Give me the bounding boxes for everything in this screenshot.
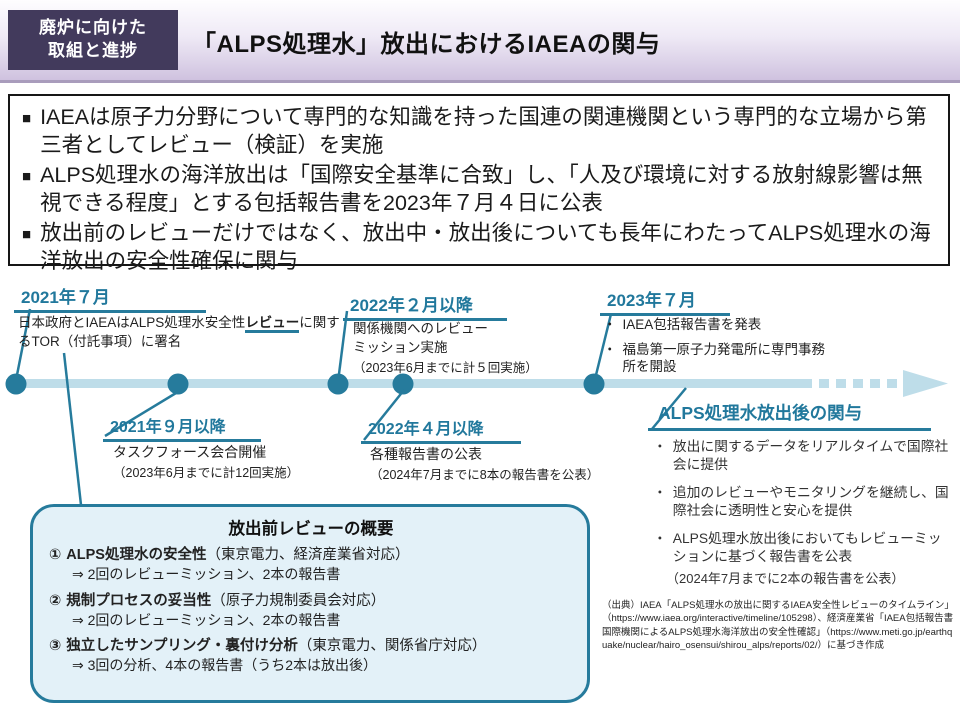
- milestone-desc-2022-02: 関係機関へのレビュー ミッション実施 （2023年6月までに計５回実施）: [353, 320, 583, 377]
- item-name: 独立したサンプリング・裏付け分析: [66, 638, 298, 655]
- item-number: ②: [49, 592, 62, 609]
- item-number: ①: [49, 547, 62, 563]
- page-title: 「ALPS処理水」放出におけるIAEAの関与: [192, 31, 661, 58]
- milestone-desc-2021-07: 日本政府とIAEAはALPS処理水安全性レビューに関するTOR（付託事項）に署名: [18, 313, 342, 351]
- item-result: ⇒ 3回の分析、4本の報告書（うち2本は放出後）: [72, 657, 377, 674]
- list-item-text: 福島第一原子力発電所に専門事務所を開設: [622, 341, 826, 375]
- dot-bullet-icon: ・: [603, 317, 617, 332]
- timeline-dot-2022-02: [327, 373, 349, 395]
- desc-keyword-review: レビュー: [245, 315, 300, 333]
- milestone-date-2021-09: 2021年９月以降: [103, 413, 261, 442]
- summary-bullet: ■ 放出前のレビューだけではなく、放出中・放出後についても長年にわたってALPS…: [20, 219, 936, 276]
- section-badge: 廃炉に向けた 取組と進捗: [8, 10, 178, 70]
- milestone-date-2021-07: 2021年７月: [14, 283, 206, 313]
- item-target: （原子力規制委員会対応）: [211, 592, 386, 609]
- list-item-text: ALPS処理水放出後においてもレビューミッションに基づく報告書を公表: [672, 530, 942, 564]
- list-item-text: 放出に関するデータをリアルタイムで国際社会に提供: [672, 439, 949, 472]
- timeline-dot-2023-07: [583, 373, 605, 395]
- item-number: ③: [49, 638, 62, 655]
- square-bullet-icon: ■: [22, 225, 32, 243]
- source-citation: （出典）IAEA「ALPS処理水の放出に関するIAEA安全性レビューのタイムライ…: [602, 600, 960, 652]
- item-target: （東京電力、経済産業省対応）: [206, 547, 410, 563]
- badge-line2: 取組と進捗: [48, 41, 138, 60]
- milestone-desc-2021-09: タスクフォース会合開催 （2023年6月までに計12回実施）: [113, 443, 353, 482]
- desc-line1: タスクフォース会合開催: [113, 444, 267, 460]
- desc-line1: 関係機関へのレビュー: [353, 321, 488, 336]
- list-item: ・ 福島第一原子力発電所に専門事務所を開設: [603, 341, 861, 376]
- milestone-desc-2022-04: 各種報告書の公表 （2024年7月までに8本の報告書を公表）: [370, 445, 630, 484]
- post-release-list: ・ 放出に関するデータをリアルタイムで国際社会に提供 ・ 追加のレビューやモニタ…: [653, 438, 955, 587]
- square-bullet-icon: ■: [22, 167, 32, 185]
- timeline-dash: [853, 379, 863, 388]
- summary-bullet-text: 放出前のレビューだけではなく、放出中・放出後についても長年にわたってALPS処理…: [40, 220, 931, 273]
- item-name: 規制プロセスの妥当性: [66, 592, 212, 609]
- timeline-dash: [870, 379, 880, 388]
- item-name: ALPS処理水の安全性: [66, 547, 207, 563]
- desc-line1: 各種報告書の公表: [370, 446, 482, 462]
- desc-after: に関するTOR（付託事項）に署名: [18, 315, 340, 350]
- list-item: ・ 放出に関するデータをリアルタイムで国際社会に提供: [653, 438, 955, 474]
- desc-note: （2024年7月までに8本の報告書を公表）: [370, 467, 600, 482]
- connector-post-release: [651, 387, 687, 430]
- post-release-note: （2024年7月までに2本の報告書を公表）: [666, 570, 905, 586]
- dot-bullet-icon: ・: [653, 439, 667, 454]
- connector-2021-07: [15, 308, 32, 376]
- square-bullet-icon: ■: [22, 110, 32, 127]
- milestone-date-2022-02: 2022年２月以降: [343, 291, 507, 321]
- item-result: ⇒ 2回のレビューミッション、2本の報告書: [72, 566, 341, 583]
- timeline-dash: [887, 379, 897, 388]
- list-item: ・ 追加のレビューやモニタリングを継続し、国際社会に透明性と安心を提供: [653, 484, 955, 520]
- timeline-dash: [836, 379, 846, 388]
- badge-line1: 廃炉に向けた: [39, 18, 147, 38]
- item-target: （東京電力、関係省庁対応）: [297, 638, 487, 655]
- desc-note: （2023年6月までに計５回実施）: [353, 360, 538, 375]
- timeline-arrowhead-icon: [903, 370, 948, 397]
- timeline-dot-2021-09: [167, 373, 189, 395]
- dot-bullet-icon: ・: [603, 341, 617, 357]
- timeline-dash: [819, 379, 829, 388]
- summary-bullet: ■ ALPS処理水の海洋放出は「国際安全基準に合致」し、「人及び環境に対する放射…: [20, 161, 936, 218]
- list-item: ・ IAEA包括報告書を発表: [603, 316, 861, 334]
- milestone-desc-2023-07: ・ IAEA包括報告書を発表 ・ 福島第一原子力発電所に専門事務所を開設: [603, 316, 861, 383]
- summary-box: ■ IAEAは原子力分野について専門的な知識を持った国連の関連機関という専門的な…: [8, 94, 950, 273]
- dot-bullet-icon: ・: [653, 484, 667, 500]
- list-item-text: 追加のレビューやモニタリングを継続し、国際社会に透明性と安心を提供: [672, 484, 949, 518]
- pre-release-title: 放出前レビューの概要: [228, 520, 394, 538]
- milestone-date-2022-04: 2022年４月以降: [361, 415, 521, 444]
- list-item: ・ ALPS処理水放出後においてもレビューミッションに基づく報告書を公表: [653, 530, 955, 566]
- summary-bullet: ■ IAEAは原子力分野について専門的な知識を持った国連の関連機関という専門的な…: [20, 103, 936, 160]
- desc-line2: ミッション実施: [353, 339, 448, 355]
- list-item-text: IAEA包括報告書を発表: [622, 317, 762, 332]
- desc-before: 日本政府とIAEAはALPS処理水安全性: [18, 315, 246, 330]
- timeline-dot-2022-04: [392, 373, 414, 395]
- item-result: ⇒ 2回のレビューミッション、2本の報告書: [72, 611, 341, 628]
- connector-review-to-prebox: [62, 352, 83, 506]
- connector-2022-04: [363, 389, 405, 441]
- timeline-dot-2021-07: [5, 373, 27, 395]
- milestone-date-2023-07: 2023年７月: [600, 286, 730, 316]
- connector-2022-02: [337, 310, 349, 375]
- connector-2023-07: [594, 313, 613, 376]
- desc-note: （2023年6月までに計12回実施）: [113, 465, 300, 480]
- summary-bullet-text: ALPS処理水の海洋放出は「国際安全基準に合致」し、「人及び環境に対する放射線影…: [40, 162, 923, 216]
- dot-bullet-icon: ・: [653, 530, 667, 546]
- connector-2021-09: [104, 388, 182, 438]
- post-release-title: ALPS処理水放出後の関与: [648, 400, 931, 431]
- summary-bullet-text: IAEAは原子力分野について専門的な知識を持った国連の関連機関という専門的な立場…: [40, 105, 927, 158]
